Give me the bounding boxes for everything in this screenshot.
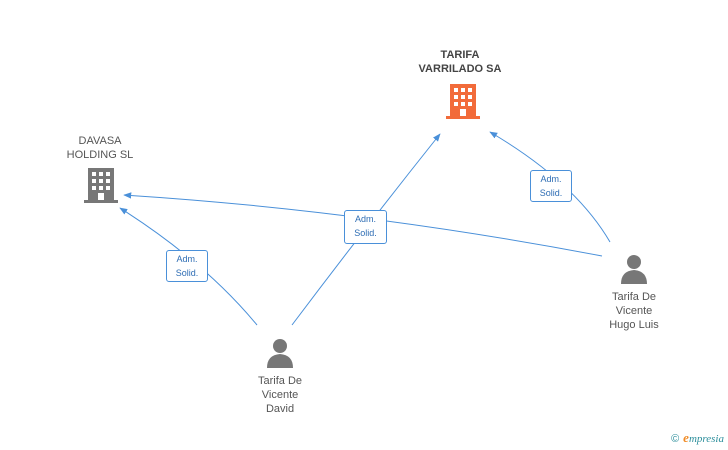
- badge-center-line1: Adm.: [354, 214, 376, 224]
- node-hugo-line2: Vicente: [615, 305, 653, 317]
- node-tarifa-varrilado[interactable]: TARIFA VARRILADO SA: [400, 48, 520, 76]
- node-tarifa-line2: VARRILADO SA: [418, 63, 502, 75]
- building-icon: [446, 84, 480, 119]
- badge-left-line1: Adm.: [176, 254, 198, 264]
- relation-badge-left[interactable]: Adm. Solid.: [166, 250, 208, 282]
- node-davasa-line1: DAVASA: [78, 135, 122, 147]
- brand-rest: mpresia: [688, 433, 724, 445]
- node-tarifa-line1: TARIFA: [440, 49, 480, 61]
- node-david-line3: David: [265, 403, 295, 415]
- badge-center-line2: Solid.: [354, 228, 377, 238]
- relation-badge-center[interactable]: Adm. Solid.: [344, 210, 387, 244]
- node-davasa-holding[interactable]: DAVASA HOLDING SL: [40, 134, 160, 162]
- person-icon: [267, 339, 293, 368]
- copyright-symbol: ©: [671, 433, 680, 445]
- building-icon: [84, 168, 118, 203]
- badge-right-line2: Solid.: [539, 188, 563, 198]
- person-icon: [621, 255, 647, 284]
- node-person-hugo[interactable]: Tarifa De Vicente Hugo Luis: [584, 290, 684, 332]
- brand-e: e: [683, 430, 689, 445]
- node-david-line2: Vicente: [261, 389, 299, 401]
- node-hugo-line3: Hugo Luis: [609, 319, 659, 331]
- node-davasa-line2: HOLDING SL: [66, 149, 134, 161]
- node-person-david[interactable]: Tarifa De Vicente David: [230, 374, 330, 416]
- relation-badge-right[interactable]: Adm. Solid.: [530, 170, 572, 202]
- badge-left-line2: Solid.: [175, 268, 199, 278]
- badge-right-line1: Adm.: [540, 174, 562, 184]
- empresia-logo[interactable]: ©empresia: [671, 430, 724, 446]
- node-david-line1: Tarifa De: [257, 375, 303, 387]
- node-hugo-line1: Tarifa De: [611, 291, 657, 303]
